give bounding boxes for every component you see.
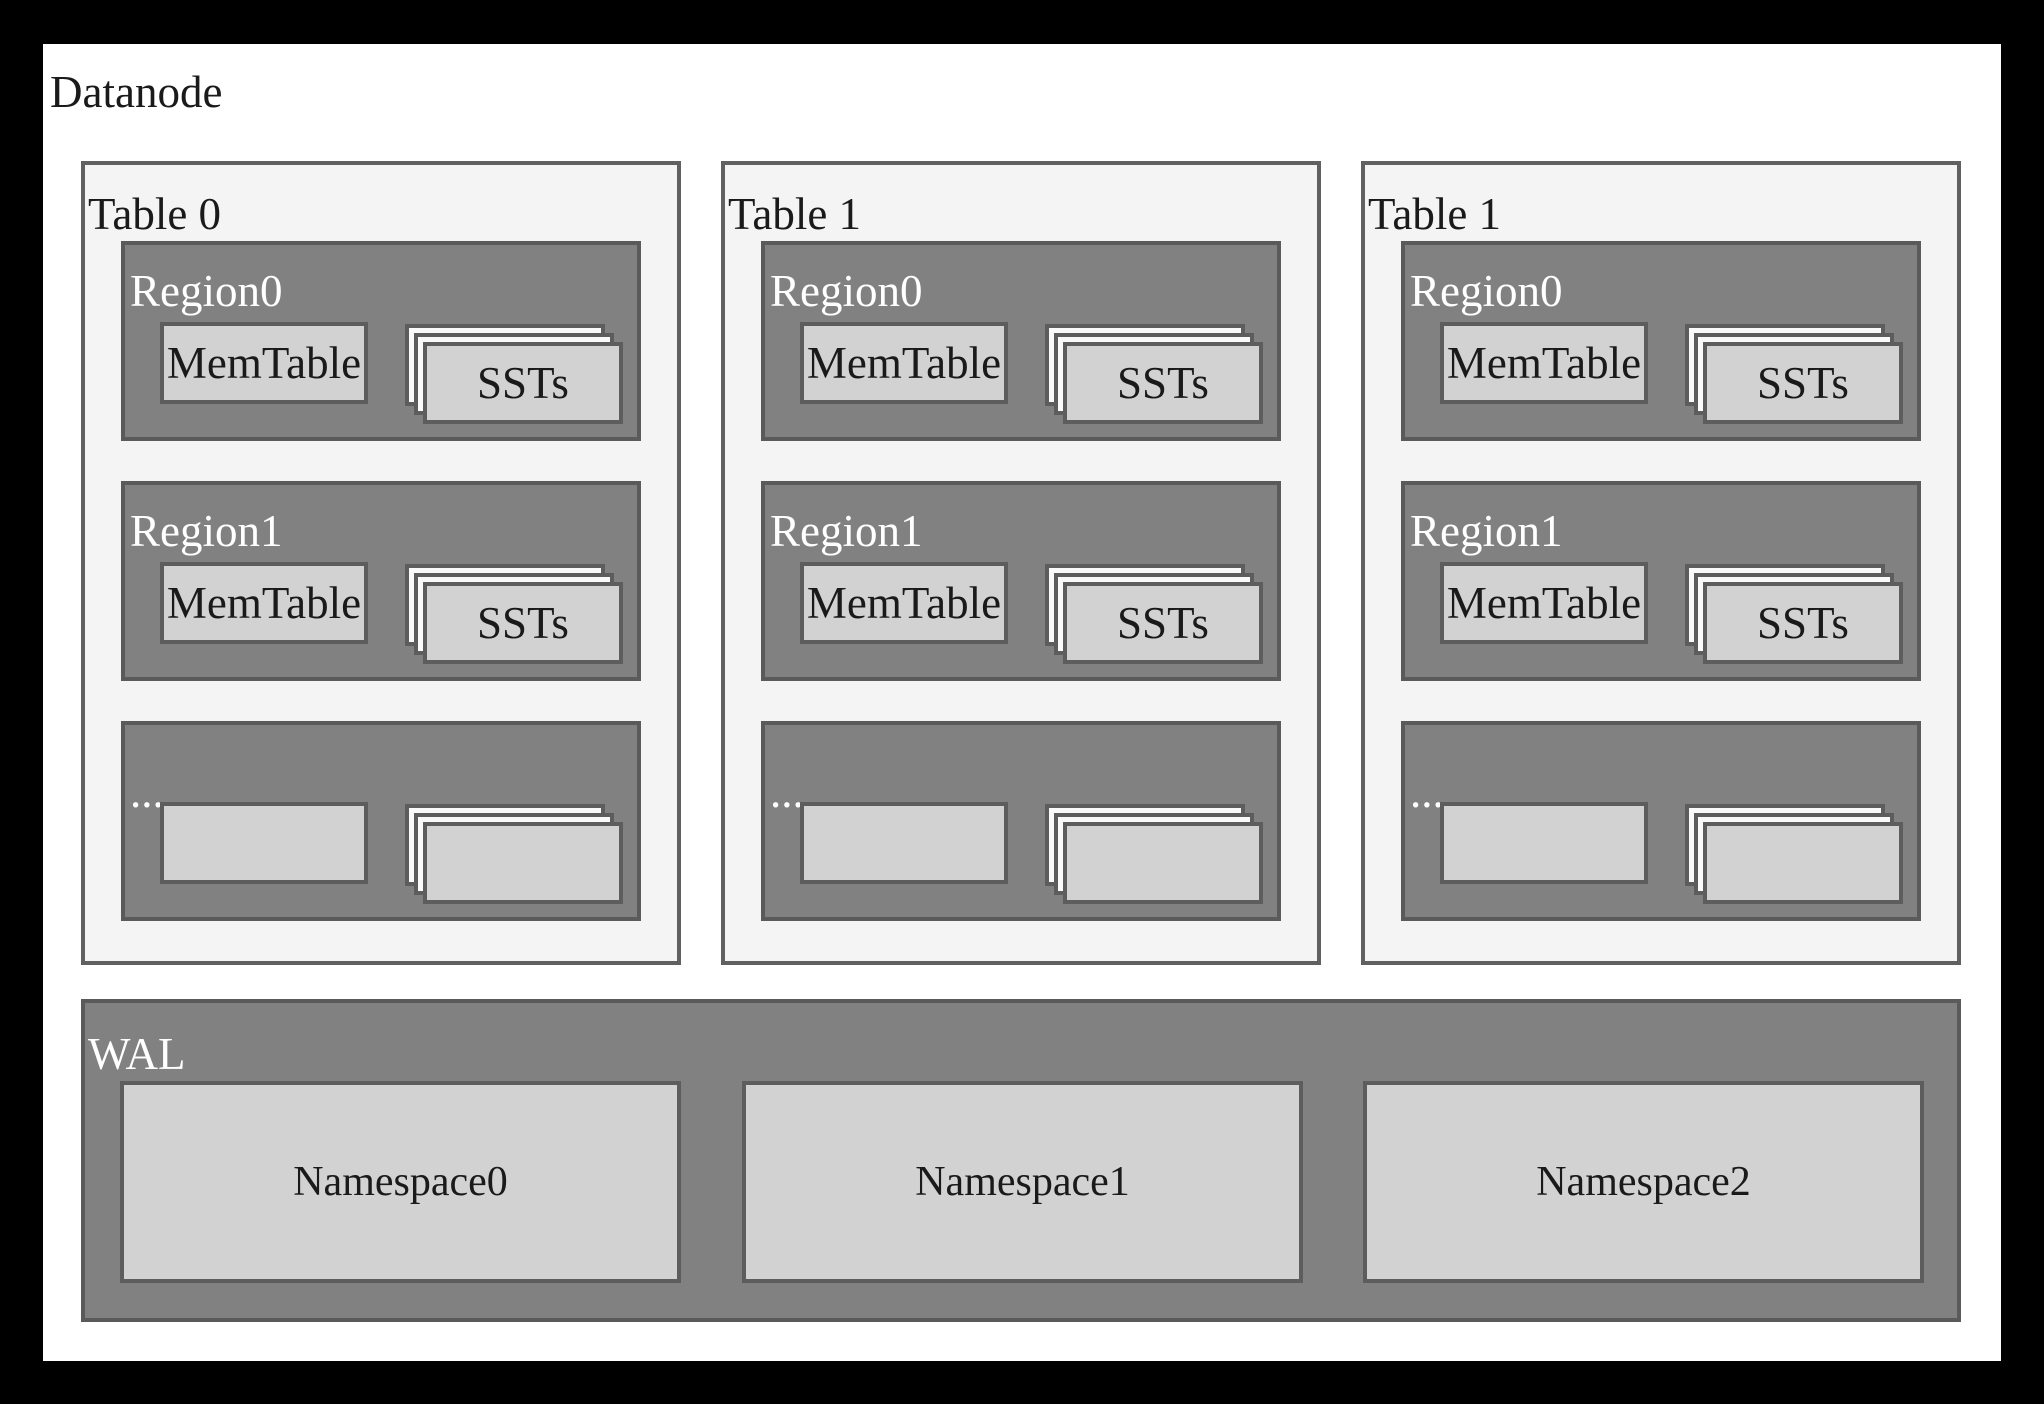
- memtable-label: MemTable: [806, 578, 1002, 628]
- ssts-stack: SSTs: [1685, 324, 1903, 424]
- ssts-layer-front: SSTs: [423, 342, 623, 424]
- region-label: Region1: [1410, 506, 1563, 556]
- region-box: Region0 MemTable SSTs: [761, 241, 1281, 441]
- region-box: Region1 MemTable SSTs: [121, 481, 641, 681]
- ssts-label: SSTs: [1117, 358, 1209, 408]
- namespace-box-0: Namespace0: [120, 1081, 681, 1283]
- region-box: Region0 MemTable SSTs: [1401, 241, 1921, 441]
- memtable-box: MemTable: [1440, 322, 1648, 404]
- namespace-box-2: Namespace2: [1363, 1081, 1924, 1283]
- region-box: Region0 MemTable SSTs: [121, 241, 641, 441]
- ssts-label: SSTs: [1757, 358, 1849, 408]
- namespace-label: Namespace1: [915, 1159, 1130, 1205]
- ssts-stack: SSTs: [405, 324, 623, 424]
- datanode-diagram: Datanode Table 0 Region0 MemTable SSTs R…: [43, 44, 2001, 1361]
- ssts-stack: [405, 804, 623, 904]
- memtable-box-empty: [800, 802, 1008, 884]
- memtable-label: MemTable: [166, 578, 362, 628]
- datanode-title: Datanode: [50, 67, 223, 117]
- ssts-layer-front: SSTs: [1703, 582, 1903, 664]
- ssts-stack: [1045, 804, 1263, 904]
- wal-label: WAL: [88, 1029, 186, 1079]
- memtable-label: MemTable: [1446, 578, 1642, 628]
- ssts-layer-front: [1063, 822, 1263, 904]
- table-label: Table 1: [728, 189, 862, 239]
- table-panel-2: Table 1 Region0 MemTable SSTs Region1 Me…: [1361, 161, 1961, 965]
- region-label: Region0: [1410, 266, 1563, 316]
- ssts-layer-front: SSTs: [1703, 342, 1903, 424]
- region-box-ellipsis: ...: [761, 721, 1281, 921]
- memtable-label: MemTable: [166, 338, 362, 388]
- ssts-stack: SSTs: [405, 564, 623, 664]
- memtable-box-empty: [160, 802, 368, 884]
- ellipsis-label: ...: [1410, 767, 1444, 817]
- memtable-box: MemTable: [800, 322, 1008, 404]
- ssts-label: SSTs: [1117, 598, 1209, 648]
- table-label: Table 1: [1368, 189, 1502, 239]
- region-label: Region0: [130, 266, 283, 316]
- region-box: Region1 MemTable SSTs: [761, 481, 1281, 681]
- ssts-layer-front: [1703, 822, 1903, 904]
- region-box: Region1 MemTable SSTs: [1401, 481, 1921, 681]
- ssts-stack: SSTs: [1685, 564, 1903, 664]
- ssts-label: SSTs: [477, 358, 569, 408]
- region-label: Region1: [770, 506, 923, 556]
- ellipsis-label: ...: [770, 767, 804, 817]
- ssts-layer-front: SSTs: [1063, 582, 1263, 664]
- ellipsis-label: ...: [130, 767, 164, 817]
- namespace-box-1: Namespace1: [742, 1081, 1303, 1283]
- ssts-label: SSTs: [477, 598, 569, 648]
- memtable-label: MemTable: [806, 338, 1002, 388]
- table-label: Table 0: [88, 189, 222, 239]
- table-panel-0: Table 0 Region0 MemTable SSTs Region1 Me…: [81, 161, 681, 965]
- ssts-stack: SSTs: [1045, 324, 1263, 424]
- memtable-box-empty: [1440, 802, 1648, 884]
- memtable-box: MemTable: [800, 562, 1008, 644]
- region-box-ellipsis: ...: [1401, 721, 1921, 921]
- ssts-layer-front: SSTs: [1063, 342, 1263, 424]
- ssts-stack: SSTs: [1045, 564, 1263, 664]
- ssts-label: SSTs: [1757, 598, 1849, 648]
- memtable-box: MemTable: [1440, 562, 1648, 644]
- namespace-label: Namespace2: [1536, 1159, 1751, 1205]
- region-label: Region1: [130, 506, 283, 556]
- wal-box: WAL Namespace0 Namespace1 Namespace2: [81, 999, 1961, 1322]
- namespace-label: Namespace0: [293, 1159, 508, 1205]
- ssts-layer-front: [423, 822, 623, 904]
- memtable-label: MemTable: [1446, 338, 1642, 388]
- region-label: Region0: [770, 266, 923, 316]
- memtable-box: MemTable: [160, 562, 368, 644]
- memtable-box: MemTable: [160, 322, 368, 404]
- ssts-stack: [1685, 804, 1903, 904]
- region-box-ellipsis: ...: [121, 721, 641, 921]
- table-panel-1: Table 1 Region0 MemTable SSTs Region1 Me…: [721, 161, 1321, 965]
- ssts-layer-front: SSTs: [423, 582, 623, 664]
